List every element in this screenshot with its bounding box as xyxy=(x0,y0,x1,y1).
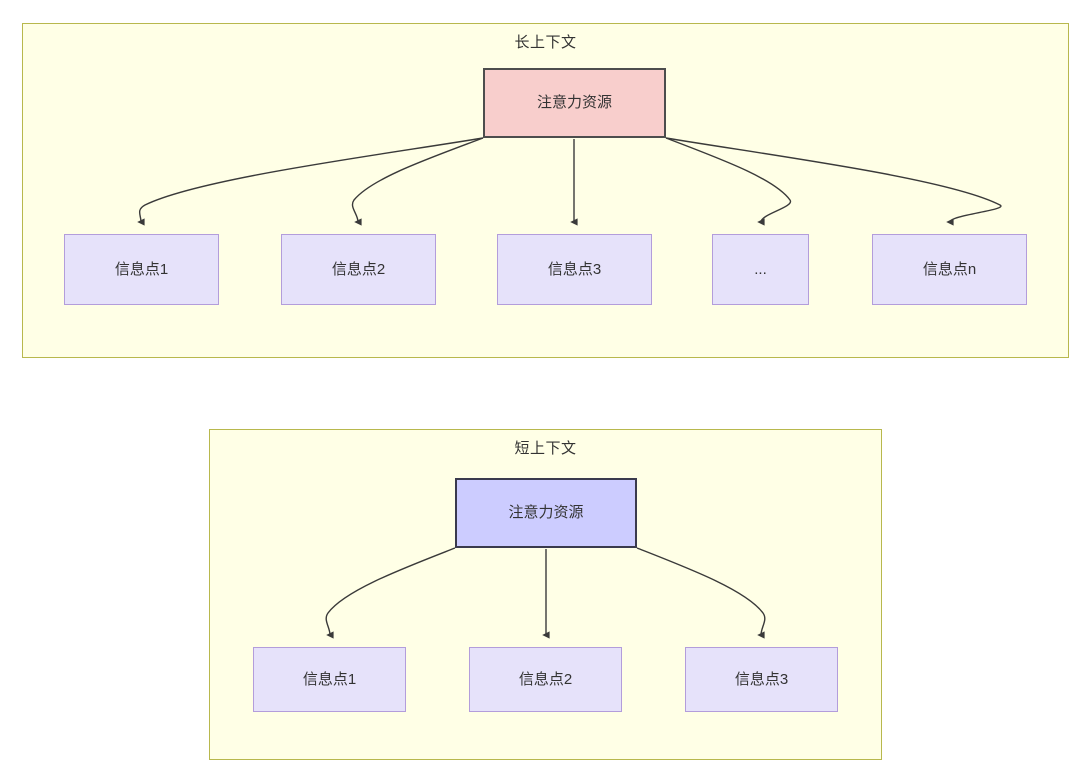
long-context-title: 长上下文 xyxy=(514,34,577,51)
long-context-root-node[interactable]: 注意力资源 xyxy=(483,68,666,138)
short-context-title: 短上下文 xyxy=(514,440,577,457)
short-context-leaf-node-1[interactable]: 信息点1 xyxy=(253,647,406,712)
short-context-leaf-node-3[interactable]: 信息点3 xyxy=(685,647,838,712)
short-context-root-node[interactable]: 注意力资源 xyxy=(455,478,637,548)
long-context-leaf-node-1[interactable]: 信息点1 xyxy=(64,234,219,305)
long-context-leaf-node-ellipsis[interactable]: ... xyxy=(712,234,809,305)
long-context-leaf-node-2[interactable]: 信息点2 xyxy=(281,234,436,305)
short-context-leaf-node-2[interactable]: 信息点2 xyxy=(469,647,622,712)
long-context-leaf-node-3[interactable]: 信息点3 xyxy=(497,234,652,305)
long-context-leaf-node-n[interactable]: 信息点n xyxy=(872,234,1027,305)
